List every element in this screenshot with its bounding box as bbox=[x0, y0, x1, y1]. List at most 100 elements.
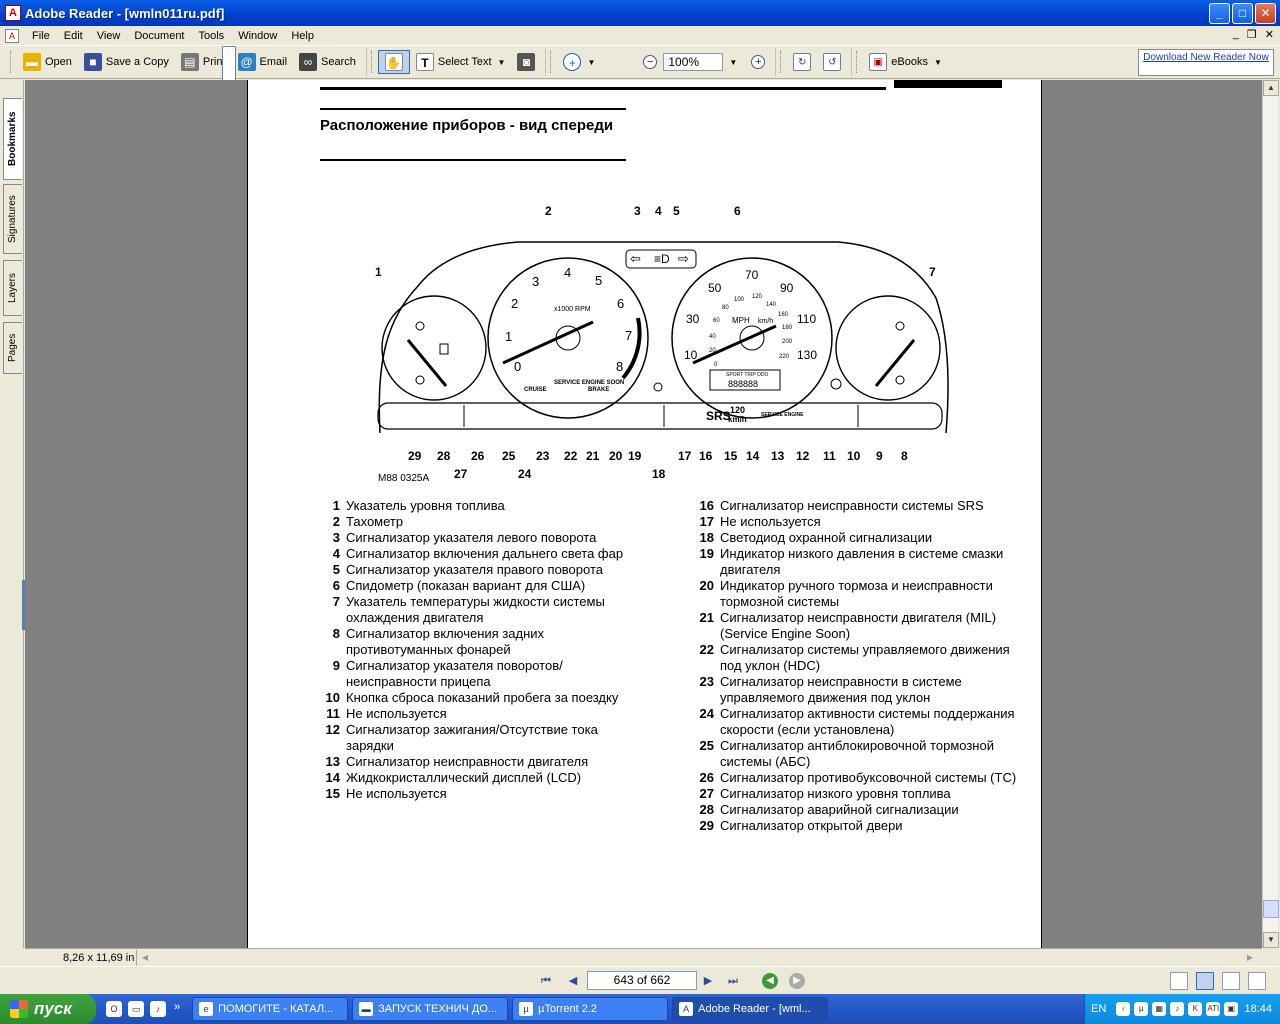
svg-text:29: 29 bbox=[408, 449, 422, 463]
last-page-icon[interactable]: ⏭ bbox=[728, 975, 738, 987]
start-button[interactable]: пуск bbox=[0, 994, 96, 1024]
dropdown-arrow-icon[interactable]: ▼ bbox=[933, 57, 942, 67]
speed-tick: 90 bbox=[780, 281, 794, 295]
horizontal-scrollbar[interactable]: 8,26 x 11,69 in ◀ ▶ bbox=[25, 948, 1262, 966]
page-size-readout: 8,26 x 11,69 in bbox=[25, 949, 137, 966]
tab-bookmarks[interactable]: Bookmarks bbox=[3, 98, 22, 180]
menu-help[interactable]: Help bbox=[291, 29, 314, 42]
scroll-left-arrow-icon[interactable]: ◀ bbox=[141, 952, 149, 962]
doc-restore-button[interactable]: ❐ bbox=[1246, 29, 1257, 41]
menu-view[interactable]: View bbox=[96, 29, 121, 42]
continuous-layout-icon[interactable] bbox=[1196, 972, 1214, 990]
opera-icon[interactable]: O bbox=[106, 1001, 122, 1017]
ebooks-button[interactable]: ▣eBooks▼ bbox=[863, 50, 948, 74]
legend-text: Не используется bbox=[720, 514, 821, 529]
menu-edit[interactable]: Edit bbox=[63, 29, 83, 42]
document-area[interactable]: Расположение приборов - вид спереди x100… bbox=[25, 80, 1262, 948]
previous-page-icon[interactable]: ◀ bbox=[568, 975, 578, 987]
minimize-button[interactable]: _ bbox=[1209, 3, 1230, 24]
media-icon[interactable]: ♪ bbox=[150, 1001, 166, 1017]
tray-network-icon[interactable]: ▦ bbox=[1152, 1002, 1167, 1016]
go-forward-icon[interactable]: ▶ bbox=[789, 973, 805, 989]
save-copy-button[interactable]: ■Save a Copy bbox=[78, 50, 175, 74]
tray-ati-icon[interactable]: ATI bbox=[1206, 1002, 1221, 1016]
tray-antivirus-icon[interactable]: K bbox=[1188, 1002, 1203, 1016]
menu-tools[interactable]: Tools bbox=[198, 29, 225, 42]
next-page-icon[interactable]: ▶ bbox=[703, 975, 713, 987]
toolbar-grip[interactable] bbox=[856, 51, 859, 73]
document-icon[interactable]: A bbox=[5, 28, 19, 43]
tab-signatures[interactable]: Signatures bbox=[3, 184, 22, 254]
desktop-icon[interactable]: ▭ bbox=[128, 1001, 144, 1017]
hand-tool-button[interactable]: ✋ bbox=[377, 50, 410, 74]
dropdown-arrow-icon[interactable]: ▼ bbox=[587, 57, 596, 67]
tab-pages[interactable]: Pages bbox=[3, 322, 22, 374]
speed-tick: 70 bbox=[745, 268, 759, 282]
download-reader-link[interactable]: Download New Reader Now bbox=[1138, 49, 1274, 76]
menu-window[interactable]: Window bbox=[238, 29, 278, 42]
search-button[interactable]: ∞Search bbox=[293, 50, 362, 74]
fit-page-button[interactable] bbox=[222, 46, 625, 914]
print-button[interactable]: ▤Print bbox=[175, 50, 232, 74]
menu-file[interactable]: File bbox=[32, 29, 50, 42]
chevron-more-icon[interactable]: » bbox=[174, 1001, 181, 1013]
printer-icon: ▤ bbox=[180, 53, 199, 71]
dropdown-arrow-icon[interactable]: ▼ bbox=[497, 57, 506, 67]
legend-number: 4 bbox=[332, 546, 340, 561]
legend-text: Сигнализатор противобуксовочной системы … bbox=[720, 770, 1017, 785]
continuous-facing-layout-icon[interactable] bbox=[1248, 972, 1266, 990]
first-page-icon[interactable]: ⏮ bbox=[541, 975, 551, 987]
rotate-counterclockwise-button[interactable]: ↺ bbox=[817, 50, 847, 74]
tray-utorrent-icon[interactable]: µ bbox=[1134, 1002, 1149, 1016]
vertical-scrollbar[interactable]: ▲ ▼ bbox=[1262, 80, 1279, 948]
toolbar-grip[interactable] bbox=[370, 51, 374, 73]
task-folder[interactable]: ▬ЗАПУСК ТЕХНИЧ ДО... bbox=[352, 997, 509, 1021]
scroll-up-arrow-icon[interactable]: ▲ bbox=[1263, 80, 1279, 96]
pane-splitter[interactable] bbox=[22, 580, 25, 630]
maximize-button[interactable]: □ bbox=[1232, 3, 1253, 24]
open-button[interactable]: ▬Open bbox=[17, 50, 78, 74]
page-number-field[interactable]: 643 of 662 bbox=[587, 971, 697, 990]
tab-layers[interactable]: Layers bbox=[3, 260, 22, 316]
toolbar-grip[interactable] bbox=[10, 51, 13, 73]
scroll-thumb[interactable] bbox=[1263, 900, 1279, 918]
scroll-right-arrow-icon[interactable]: ▶ bbox=[1246, 952, 1254, 962]
fit-width-button[interactable] bbox=[222, 46, 637, 914]
tray-volume-icon[interactable]: ♪ bbox=[1170, 1002, 1185, 1016]
rotate-clockwise-button[interactable]: ↻ bbox=[787, 50, 817, 74]
toolbar-grip[interactable] bbox=[780, 51, 783, 73]
zoom-tool-button[interactable]: +▼ bbox=[557, 50, 601, 74]
doc-minimize-button[interactable]: _ bbox=[1232, 28, 1239, 40]
actual-size-button[interactable] bbox=[222, 46, 613, 914]
text-select-icon: T bbox=[415, 53, 434, 71]
tray-arrow-icon[interactable]: ‹ bbox=[1116, 1002, 1131, 1016]
scroll-down-arrow-icon[interactable]: ▼ bbox=[1263, 932, 1279, 948]
snapshot-button[interactable]: ◙ bbox=[511, 50, 541, 74]
menu-document[interactable]: Document bbox=[134, 29, 185, 42]
dropdown-arrow-icon[interactable]: ▼ bbox=[729, 57, 738, 67]
zoom-in-button[interactable]: + bbox=[745, 50, 771, 74]
close-button[interactable]: ✕ bbox=[1255, 3, 1276, 24]
doc-close-button[interactable]: ✕ bbox=[1264, 29, 1274, 41]
svg-text:17: 17 bbox=[678, 449, 692, 463]
zoom-out-button[interactable]: − bbox=[637, 50, 663, 74]
go-back-icon[interactable]: ◀ bbox=[762, 973, 778, 989]
email-button[interactable]: @Email bbox=[232, 50, 294, 74]
single-page-layout-icon[interactable] bbox=[1170, 972, 1188, 990]
facing-layout-icon[interactable] bbox=[1222, 972, 1240, 990]
legend-text: Сигнализатор указателя левого поворота bbox=[346, 530, 597, 545]
toolbar-grip[interactable] bbox=[550, 51, 553, 73]
tray-app-icon[interactable]: ▣ bbox=[1224, 1002, 1239, 1016]
zoom-level-field[interactable]: 100% bbox=[663, 53, 724, 71]
language-indicator[interactable]: EN bbox=[1091, 1003, 1107, 1015]
